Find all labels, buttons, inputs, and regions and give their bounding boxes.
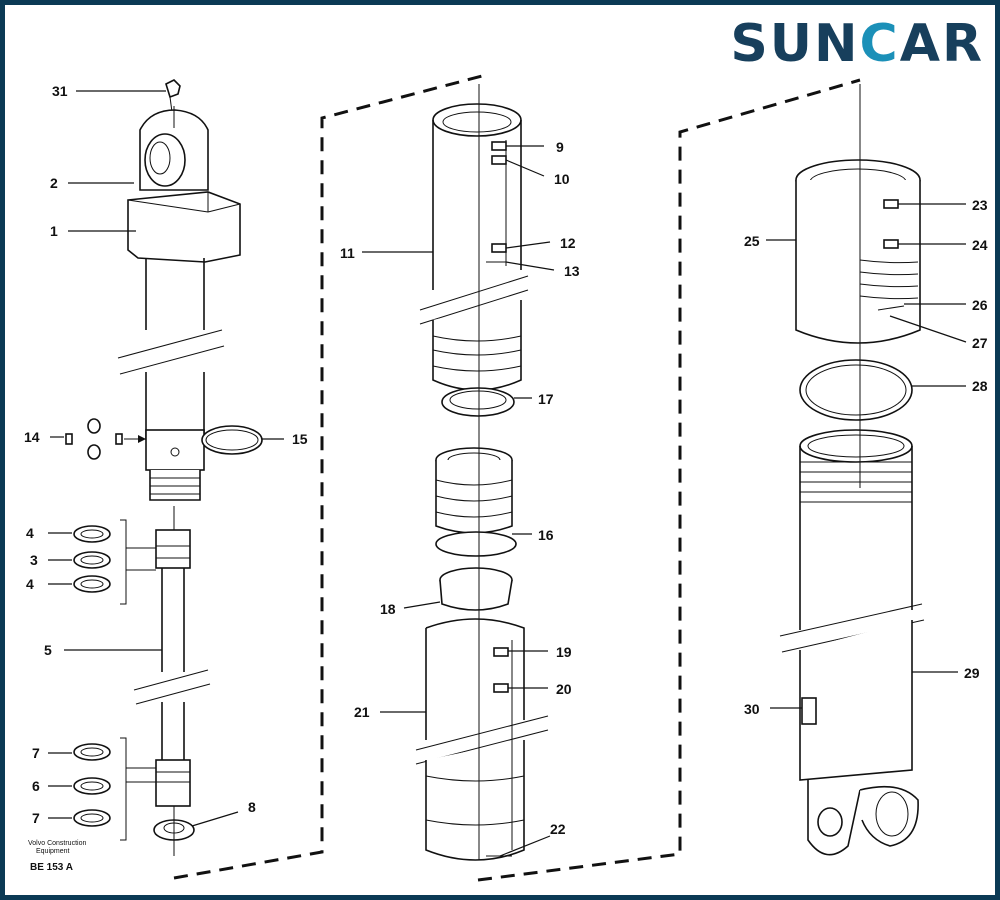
callout-29: 29 (964, 665, 980, 681)
center-axes (173, 84, 861, 860)
callout-4-lower: 4 (26, 576, 34, 592)
callout-15: 15 (292, 431, 308, 447)
callout-12: 12 (560, 235, 576, 251)
callout-20: 20 (556, 681, 572, 697)
logo-text-ar: AR (899, 14, 984, 74)
callout-10: 10 (554, 171, 570, 187)
callout-19: 19 (556, 644, 572, 660)
callout-16: 16 (538, 527, 554, 543)
separator-middle (477, 78, 861, 882)
callout-4-upper: 4 (26, 525, 34, 541)
callout-30: 30 (744, 701, 760, 717)
maker-credit: Volvo Construction Equipment (28, 840, 86, 856)
callout-24: 24 (972, 237, 988, 253)
callout-3: 3 (30, 552, 38, 568)
callout-17: 17 (538, 391, 554, 407)
callout-7-upper: 7 (32, 745, 40, 761)
callout-labels: 31 2 1 14 15 4 3 4 5 7 6 7 8 9 10 11 12 … (24, 83, 988, 837)
callout-6: 6 (32, 778, 40, 794)
callout-1: 1 (50, 223, 58, 239)
callout-25: 25 (744, 233, 760, 249)
callout-14: 14 (24, 429, 40, 445)
piston-rod-assembly (65, 79, 263, 856)
callout-23: 23 (972, 197, 988, 213)
maker-line-2: Equipment (36, 848, 70, 855)
callout-11: 11 (340, 245, 355, 261)
callout-26: 26 (972, 297, 988, 313)
brand-logo: SUNCAR (730, 14, 984, 74)
callout-7-lower: 7 (32, 810, 40, 826)
logo-text-sun: SUN (730, 14, 860, 74)
separator-left (173, 74, 483, 880)
callout-31: 31 (52, 83, 68, 99)
callout-2: 2 (50, 175, 58, 191)
callout-21: 21 (354, 704, 370, 720)
callout-22: 22 (550, 821, 566, 837)
callout-8: 8 (248, 799, 256, 815)
callout-5: 5 (44, 642, 52, 658)
logo-text-c: C (859, 14, 900, 74)
cylinder-tube-assembly (779, 159, 925, 856)
callout-13: 13 (564, 263, 580, 279)
leader-lines (48, 90, 967, 857)
reference-code: BE 153 A (30, 862, 73, 873)
callout-28: 28 (972, 378, 988, 394)
callout-27: 27 (972, 335, 988, 351)
cylinder-barrel-assembly (415, 103, 549, 861)
callout-18: 18 (380, 601, 396, 617)
callout-9: 9 (556, 139, 564, 155)
maker-line-1: Volvo Construction (28, 840, 87, 847)
